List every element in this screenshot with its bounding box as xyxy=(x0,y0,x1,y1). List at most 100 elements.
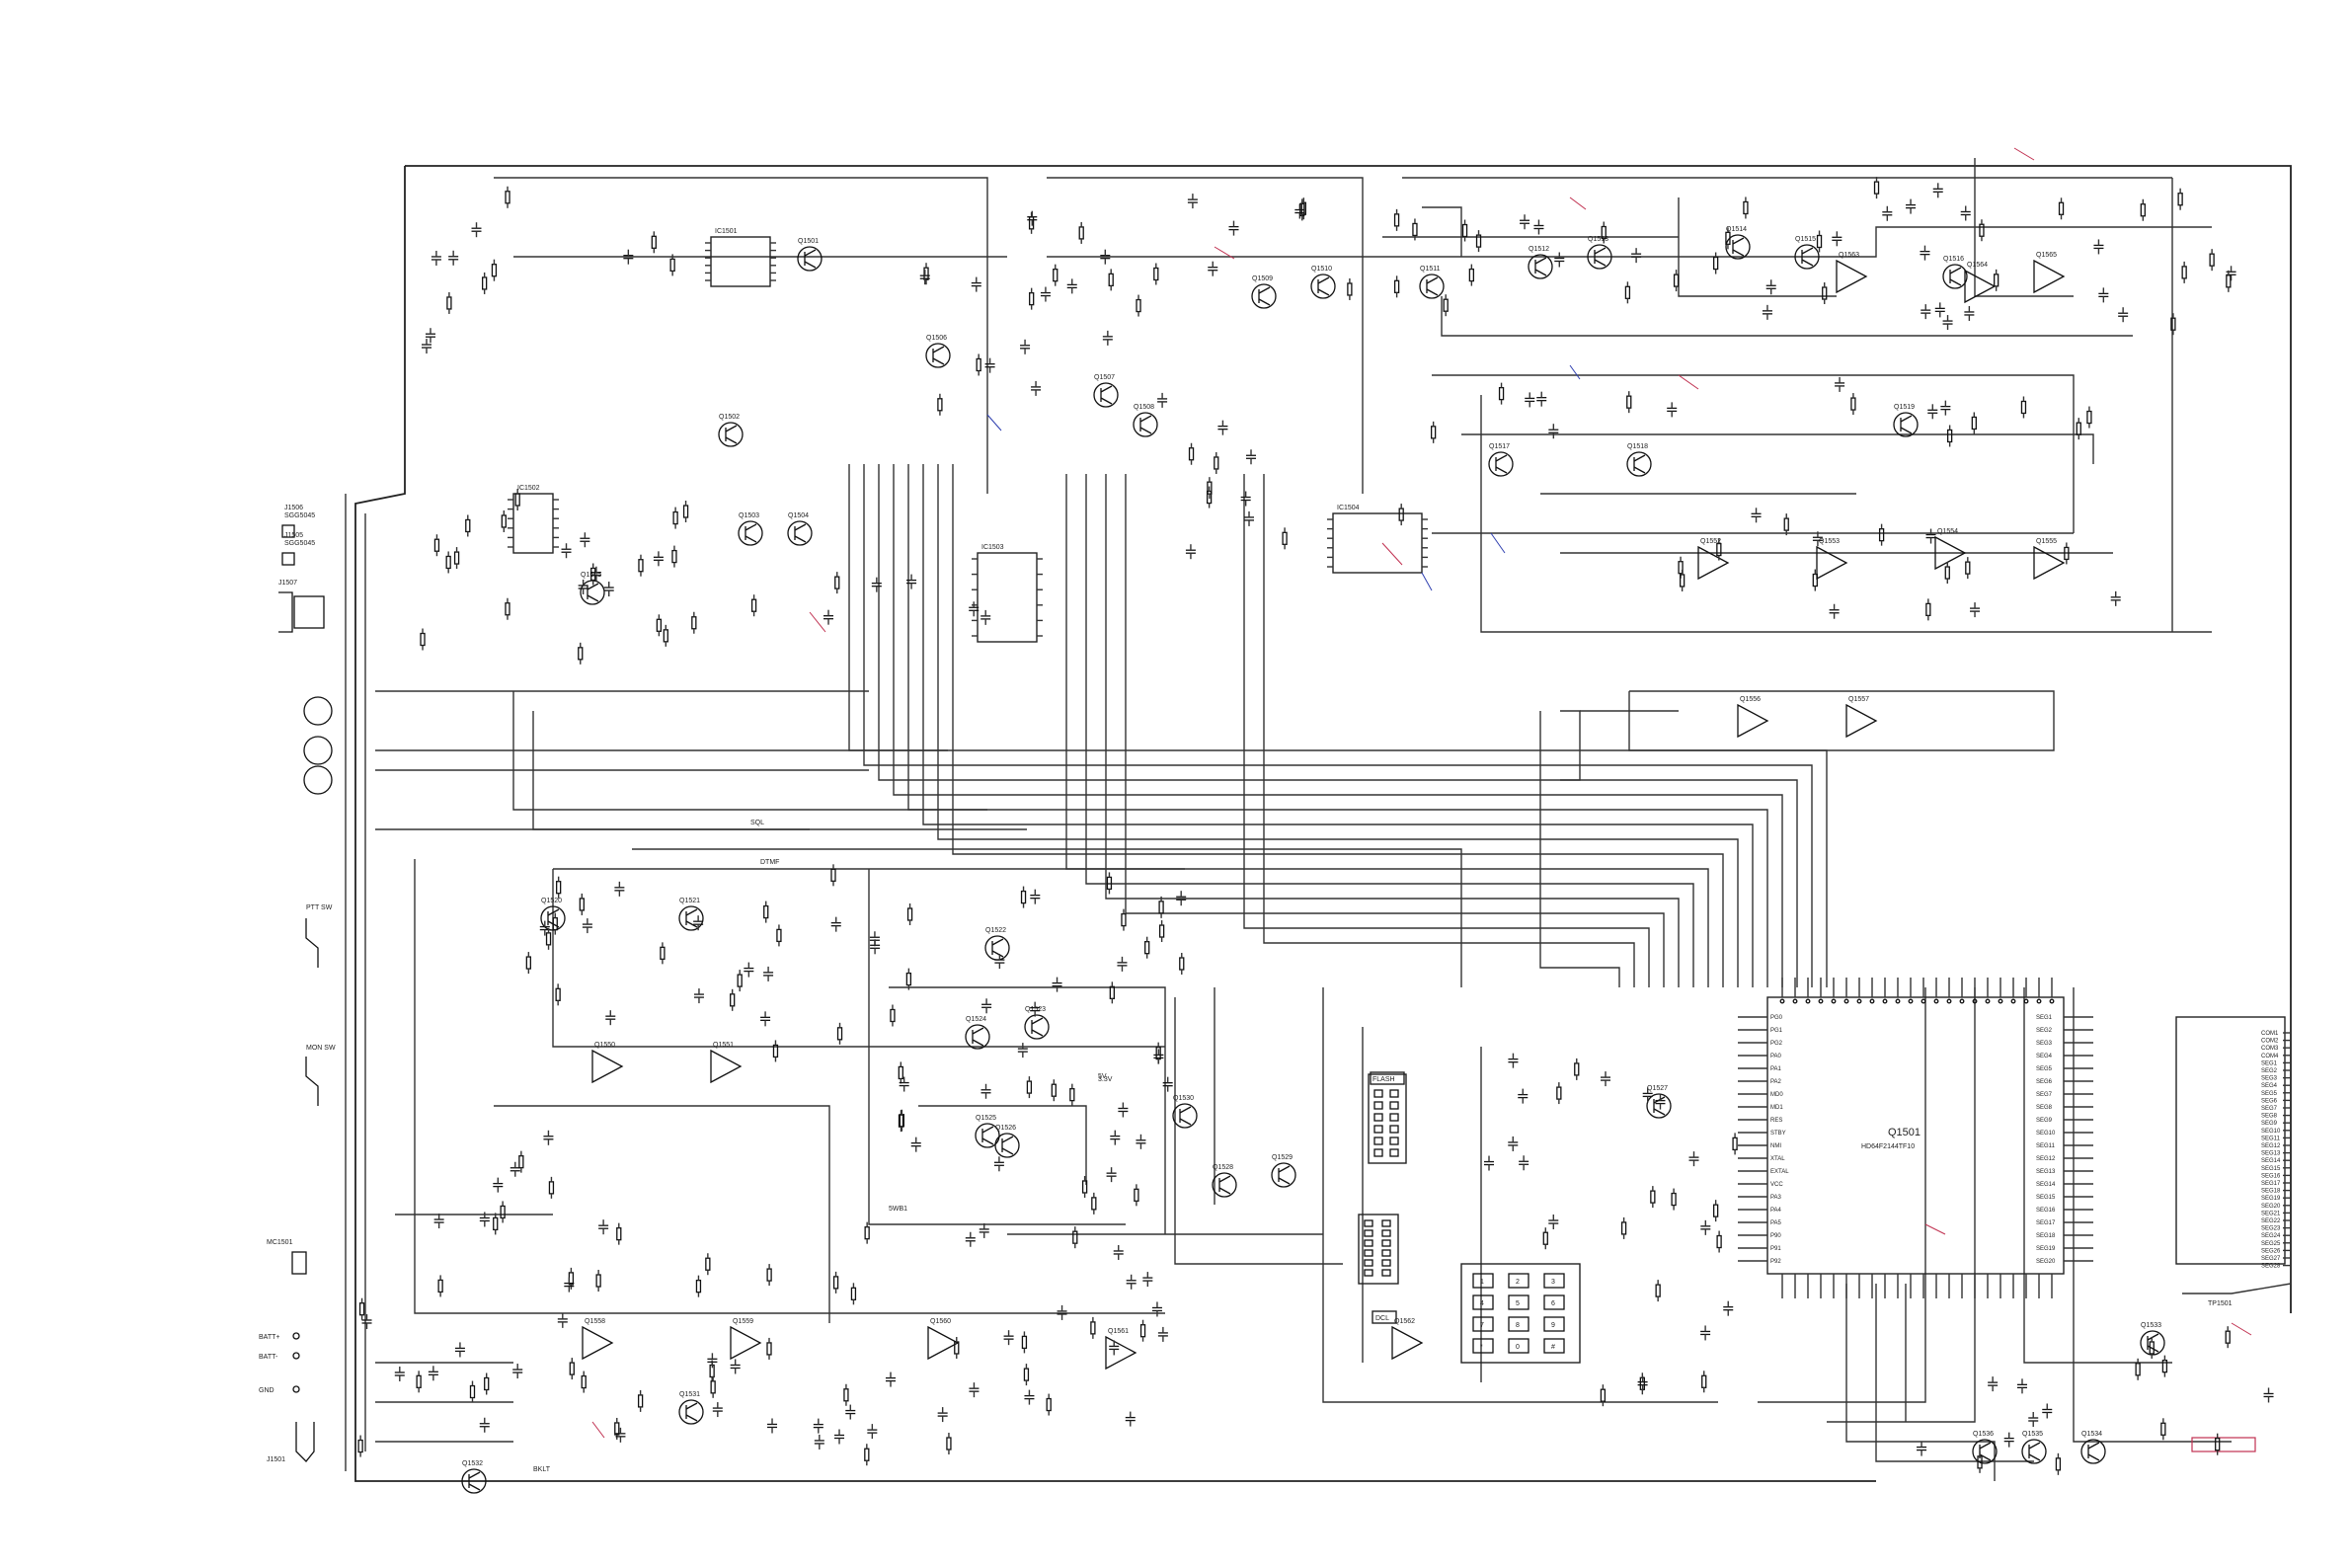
keypad-key-label: 7 xyxy=(1480,1322,1484,1329)
lcd-pin-label: SEG6 xyxy=(2261,1098,2278,1104)
lcd-pin-label: SEG27 xyxy=(2261,1256,2281,1262)
transistor-collector xyxy=(1534,257,1547,265)
j1506-label: J1506 xyxy=(284,505,303,511)
resistor-symbol xyxy=(864,1448,870,1461)
dcl-pins xyxy=(1364,1219,1391,1277)
mcu-pin-label: RES xyxy=(1770,1118,1782,1124)
mcu-pin-label: EXTAL xyxy=(1770,1169,1789,1175)
transistor-label: Q1515 xyxy=(1795,236,1816,243)
opamp-symbol xyxy=(1964,269,1997,304)
transistor-emitter xyxy=(981,1137,994,1145)
j1505-part: SGG5045 xyxy=(284,540,315,547)
resistor-symbol xyxy=(1650,1190,1656,1204)
mcu-pin-label: SEG14 xyxy=(2036,1182,2056,1188)
mcu-pin-label: SEG12 xyxy=(2036,1156,2056,1162)
transistor-collector xyxy=(981,1126,994,1134)
resistor-symbol xyxy=(2055,1457,2062,1471)
transistor-collector xyxy=(1801,247,1814,255)
resistor-symbol xyxy=(1812,573,1818,588)
left-connectors: J1506 SGG5045 J1505 SGG5045 J1507 MC1501… xyxy=(259,505,336,1463)
ic-label: IC1501 xyxy=(715,228,738,235)
transistor-collector xyxy=(794,523,807,531)
keypad-key xyxy=(1508,1273,1529,1289)
dcl-pin xyxy=(1381,1219,1391,1227)
resistor-symbol xyxy=(737,974,743,987)
transistor-emitter xyxy=(685,920,698,928)
keypad-key xyxy=(1472,1273,1494,1289)
resistor-symbol xyxy=(545,932,552,946)
transistor-symbol xyxy=(984,935,1010,961)
opamp-symbol xyxy=(710,1049,743,1084)
transistor-emitter xyxy=(1139,427,1152,434)
mcu-ref: Q1501 xyxy=(1888,1127,1921,1138)
lcd-pin-label: COM3 xyxy=(2261,1046,2279,1052)
transistor-collector xyxy=(745,523,757,531)
mcu-pin-label: SEG11 xyxy=(2036,1143,2056,1149)
flash-pin xyxy=(1389,1148,1399,1157)
resistor-symbol xyxy=(595,1274,601,1288)
transistor-label: Q1508 xyxy=(1134,404,1154,411)
resistor-symbol xyxy=(1021,1335,1028,1350)
resistor-symbol xyxy=(420,632,426,647)
resistor-symbol xyxy=(1108,273,1114,287)
lcd-pin-label: COM1 xyxy=(2261,1031,2279,1037)
transistor-symbol xyxy=(925,343,951,368)
mcu-pin-label: SEG1 xyxy=(2036,1015,2053,1021)
resistor-symbol xyxy=(1574,1062,1580,1076)
ic-body xyxy=(512,493,554,554)
resistor-symbol xyxy=(2140,203,2146,217)
keypad-key-label: 5 xyxy=(1516,1300,1520,1307)
resistor-symbol xyxy=(850,1287,857,1300)
keypad-key-label: 4 xyxy=(1480,1300,1484,1307)
transistor-emitter xyxy=(1534,269,1547,276)
mcu-pin-dot xyxy=(1869,998,1875,1004)
transistor-symbol xyxy=(461,1468,487,1494)
resistor-symbol xyxy=(750,598,757,612)
transistor-symbol xyxy=(1725,234,1751,260)
j1505-label: J1505 xyxy=(284,532,303,539)
flash-pin xyxy=(1373,1148,1383,1157)
transistor-emitter xyxy=(932,357,945,365)
lcd-pin-label: SEG21 xyxy=(2261,1211,2281,1216)
transistor-symbol xyxy=(678,1399,704,1425)
mc1501-label: MC1501 xyxy=(267,1239,293,1246)
resistor-symbol xyxy=(581,1374,587,1389)
keypad-key xyxy=(1472,1294,1494,1310)
lcd-pin-label: SEG15 xyxy=(2261,1166,2281,1172)
mcu-pin-dot xyxy=(1908,998,1914,1004)
lcd-pin-label: SEG24 xyxy=(2261,1233,2281,1239)
resistor-symbol xyxy=(1725,231,1731,246)
lcd-pin-label: SEG17 xyxy=(2261,1181,2281,1187)
flash-pin xyxy=(1389,1101,1399,1110)
transistor-label: Q1532 xyxy=(462,1460,483,1467)
flash-pin xyxy=(1373,1089,1383,1098)
transistor-label: Q1517 xyxy=(1489,443,1510,450)
transistor-symbol xyxy=(1626,451,1652,477)
net-bklt: BKLT xyxy=(533,1466,551,1473)
resistor-symbol xyxy=(1121,912,1127,927)
lcd-pin-label: SEG9 xyxy=(2261,1121,2278,1127)
lcd-pin-label: COM4 xyxy=(2261,1054,2279,1059)
j1507-label: J1507 xyxy=(278,580,297,587)
transistor-emitter xyxy=(1100,397,1113,405)
resistor-symbol xyxy=(1461,223,1468,238)
lcd-pin-label: SEG3 xyxy=(2261,1076,2278,1082)
transistor-symbol xyxy=(1271,1162,1296,1188)
resistor-symbol xyxy=(1091,1197,1097,1211)
transistor-emitter xyxy=(1653,1108,1666,1116)
resistor-symbol xyxy=(578,647,584,661)
transistor-collector xyxy=(1594,247,1607,255)
transistor-symbol xyxy=(1133,412,1158,437)
mcu-pin-label: PG0 xyxy=(1770,1015,1783,1021)
keypad-key xyxy=(1543,1338,1565,1354)
resistor-symbol xyxy=(482,276,488,290)
transistor-symbol xyxy=(718,422,744,447)
transistor-emitter xyxy=(2087,1453,2100,1461)
mcu-pin-label: PA4 xyxy=(1770,1208,1782,1214)
transistor-symbol xyxy=(1093,382,1119,408)
opamp-symbol xyxy=(2033,259,2066,294)
resistor-symbol xyxy=(2181,266,2187,279)
lcd-pin-label: SEG4 xyxy=(2261,1083,2278,1089)
opamp-label: Q1564 xyxy=(1967,262,1988,269)
resistor-symbol xyxy=(682,505,689,518)
